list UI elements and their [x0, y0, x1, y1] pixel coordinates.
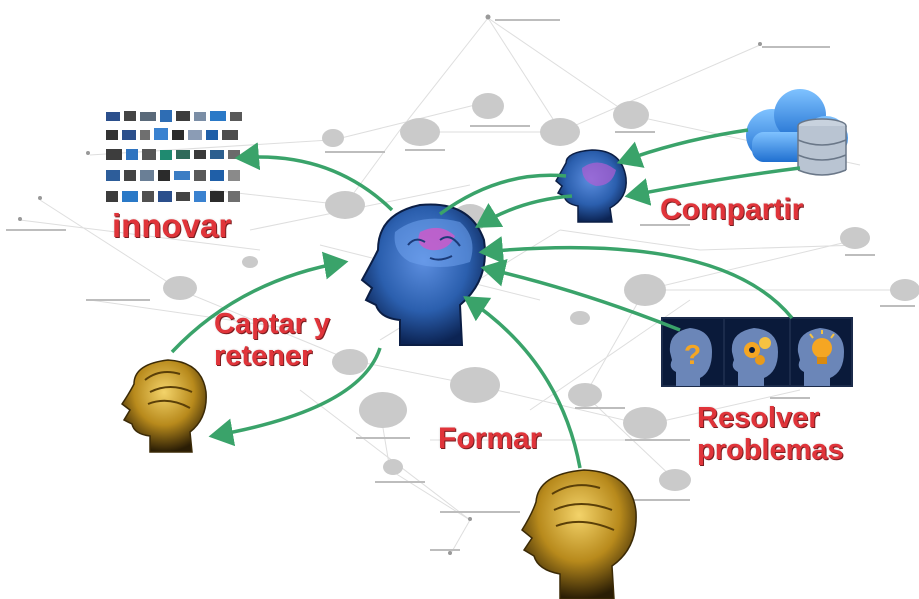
label-compartir: Compartir [660, 193, 804, 226]
label-formar: Formar [438, 422, 542, 455]
arrow-left-head-to-center [170, 251, 349, 354]
svg-text:?: ? [684, 339, 701, 370]
question-head-icon: ? [669, 328, 712, 386]
problem-solving-panels: ? [661, 317, 853, 387]
central-blue-brain-head-icon [360, 203, 486, 346]
label-captar-retener: Captar y retener [214, 308, 330, 373]
network-nodes [18, 14, 919, 555]
small-blue-brain-head-icon [555, 149, 627, 223]
arrow-center-to-small-head [438, 173, 567, 216]
arrow-center-to-left-head [208, 347, 382, 447]
arrow-to-innovar [234, 142, 394, 212]
arrow-bottom-head-to-center [463, 296, 582, 469]
gears-head-icon [731, 328, 778, 386]
arrow-small-head-to-center [475, 194, 573, 228]
label-resolver-line1: Resolver [697, 402, 820, 434]
gold-brain-head-left-icon [120, 359, 207, 453]
lightbulb-head-icon [797, 328, 844, 386]
label-innovar: innovar [112, 207, 232, 244]
label-captar-line2: retener [214, 340, 313, 373]
connection-arrows [170, 128, 801, 469]
label-captar-line1: Captar y [214, 308, 331, 340]
cloud-database-icon [746, 89, 848, 176]
devices-grid-icon [106, 110, 242, 202]
gold-brain-head-bottom-icon [521, 469, 637, 599]
label-resolver-problemas: Resolver problemas [697, 402, 844, 467]
arrow-cloud-to-small-head [616, 128, 749, 168]
arrow-db-to-small-head [624, 166, 801, 206]
node-caption-marks [6, 19, 915, 551]
arrow-question-to-center [480, 259, 681, 332]
arrow-panels-to-center [478, 236, 794, 320]
label-resolver-line2: problemas [697, 434, 844, 467]
